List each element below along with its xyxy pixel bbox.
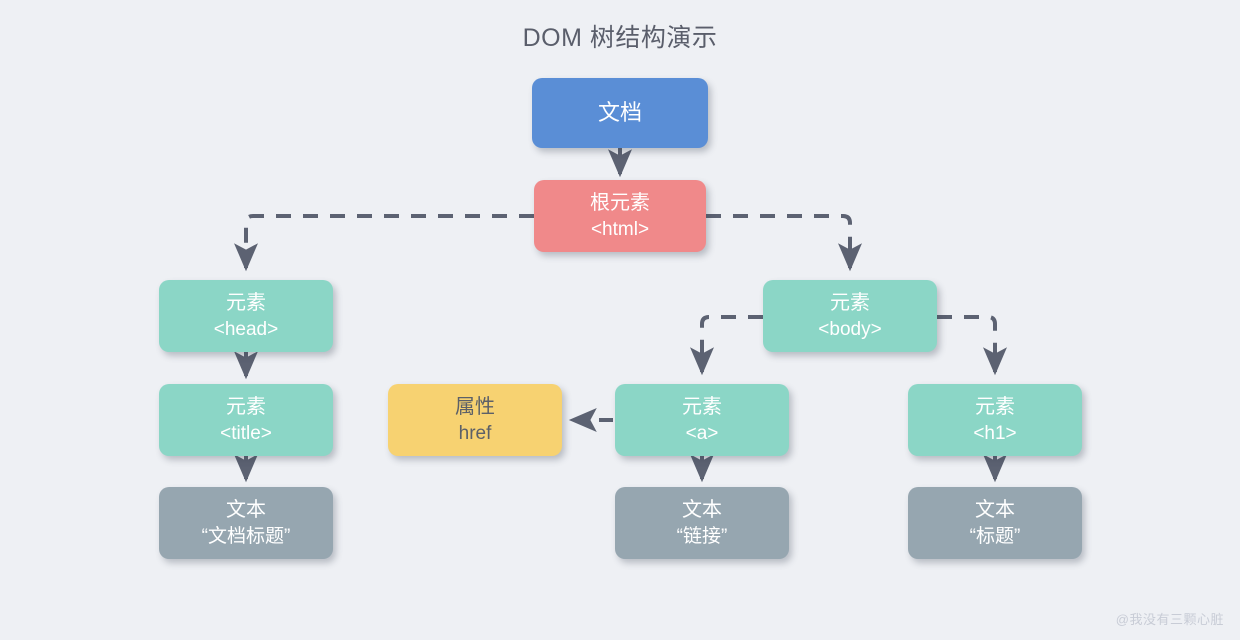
node-title-element[interactable]: 元素 <title> — [159, 384, 333, 456]
node-title-line2: <title> — [220, 422, 272, 444]
node-head-line1: 元素 — [226, 291, 266, 314]
edge-html-body — [706, 214, 862, 272]
node-text-link-line1: 文本 — [682, 498, 722, 521]
node-anchor-line1: 元素 — [682, 395, 722, 418]
node-head[interactable]: 元素 <head> — [159, 280, 333, 352]
node-html-line2: <html> — [590, 218, 650, 240]
node-h1-line2: <h1> — [973, 422, 1017, 444]
watermark: @我没有三颗心脏 — [1115, 612, 1224, 627]
node-href-line1: 属性 — [455, 395, 495, 418]
node-attribute-href[interactable]: 属性 href — [388, 384, 562, 456]
edge-body-a — [690, 315, 763, 376]
node-href-line2: href — [458, 422, 492, 444]
node-html-line1: 根元素 — [590, 191, 650, 214]
node-body-line1: 元素 — [830, 291, 870, 314]
node-document-line1: 文档 — [597, 99, 642, 125]
node-title-line1: 元素 — [226, 395, 266, 418]
page-title: DOM 树结构演示 — [522, 24, 718, 52]
node-text-doc-line1: 文本 — [226, 498, 266, 521]
edge-body-h1 — [937, 315, 1007, 376]
node-html[interactable]: 根元素 <html> — [534, 180, 706, 252]
node-text-link-line2: “链接” — [676, 525, 728, 547]
node-text-heading[interactable]: 文本 “标题” — [908, 487, 1082, 559]
node-text-h1-line2: “标题” — [969, 525, 1021, 547]
node-document[interactable]: 文档 — [532, 78, 708, 148]
node-anchor[interactable]: 元素 <a> — [615, 384, 789, 456]
node-head-line2: <head> — [213, 318, 279, 340]
node-body-line2: <body> — [818, 318, 882, 340]
node-text-doc-line2: “文档标题” — [201, 525, 291, 547]
node-body[interactable]: 元素 <body> — [763, 280, 937, 352]
node-text-h1-line1: 文本 — [975, 498, 1015, 521]
node-anchor-line2: <a> — [685, 422, 719, 444]
node-h1-line1: 元素 — [975, 395, 1015, 418]
node-text-link[interactable]: 文本 “链接” — [615, 487, 789, 559]
node-text-document-title[interactable]: 文本 “文档标题” — [159, 487, 333, 559]
edge-html-head — [234, 214, 534, 272]
node-h1[interactable]: 元素 <h1> — [908, 384, 1082, 456]
